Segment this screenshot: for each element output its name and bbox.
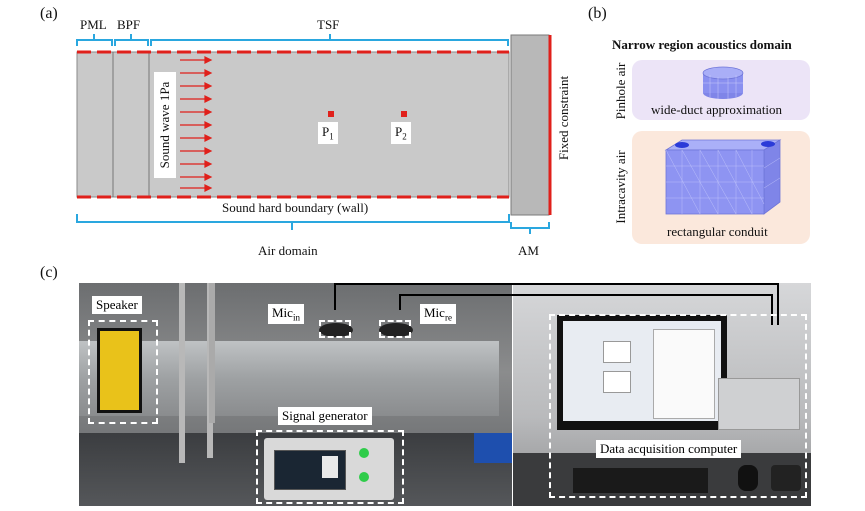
mic-in-body [319,323,353,337]
mic-re-body [379,323,413,337]
mic-re-dash-box [379,320,411,338]
panel-a-diagram [76,34,552,234]
bpf-label: BPF [117,17,141,32]
signal-generator-device [264,438,394,500]
computer-photo [513,283,811,506]
tsf-label: TSF [317,17,340,32]
panel-c-letter: (c) [40,264,58,281]
monitor [557,315,727,430]
panel-a-letter: (a) [40,5,58,22]
p1-label: P1 [318,122,338,144]
pinhole-caption: wide-duct approximation [651,102,783,117]
p1-point [328,111,334,117]
panel-b-title: Narrow region acoustics domain [612,37,792,52]
sound-wave-box: Sound wave 1Pa [154,72,176,178]
top-brackets [76,34,509,46]
intracavity-caption: rectangular conduit [667,224,768,239]
pml-label: PML [80,17,107,32]
air-domain-label: Air domain [258,243,318,258]
speaker-tag: Speaker [92,296,142,314]
mic-re-tag: Micre [420,304,456,324]
am-label: AM [518,243,539,258]
speaker-dash-box [88,320,158,424]
speaker-body [97,328,142,413]
p2-point [401,111,407,117]
bottom-brackets [76,214,550,234]
intracavity-mesh-icon [664,139,782,215]
keyboard [573,468,708,493]
p2-label: P2 [391,122,411,144]
daq-dash-box [549,314,807,498]
mic-in-dash-box [319,320,351,338]
daq-computer-tag: Data acquisition computer [596,440,742,458]
hard-boundary-label: Sound hard boundary (wall) [222,200,369,215]
signal-generator-dash-box [256,430,404,504]
mic-in-tag: Micin [268,304,304,324]
mouse [738,465,758,491]
signal-generator-tag: Signal generator [278,407,372,425]
pinhole-cylinder-icon [702,66,744,99]
duct [79,341,499,416]
sound-wave-arrows [180,56,213,192]
panel-b-letter: (b) [588,5,607,22]
